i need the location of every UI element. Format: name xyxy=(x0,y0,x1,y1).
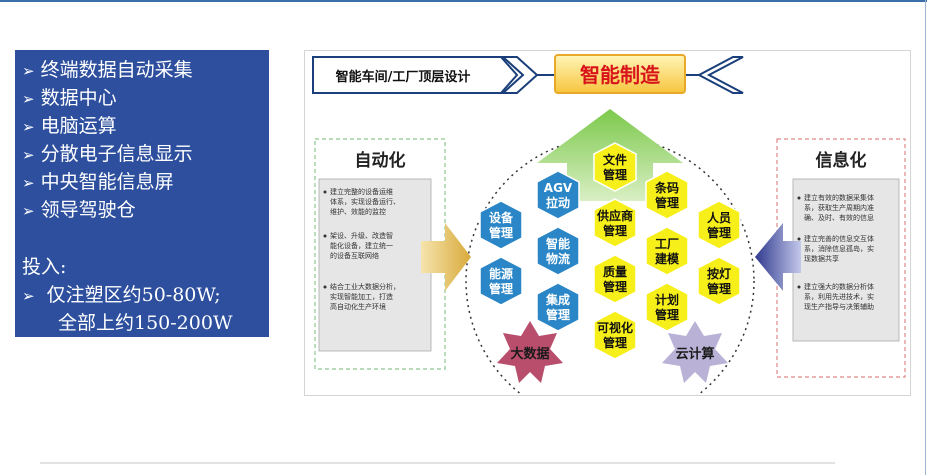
bullet-text: 现数据共享 xyxy=(804,254,839,263)
bullet-text: 建立完整的设备运维 xyxy=(330,187,393,196)
bullet-text: 系，利用先进技术，实 xyxy=(804,292,874,301)
bullet-text: 系，消除信息孤岛，实 xyxy=(804,244,874,253)
svg-text:文件: 文件 xyxy=(603,152,627,167)
right-border xyxy=(925,0,926,475)
banner-box xyxy=(554,54,686,94)
bullet-text: 能化设备，建立统一 xyxy=(330,241,393,250)
svg-text:管理: 管理 xyxy=(603,223,627,238)
svg-text:管理: 管理 xyxy=(603,335,627,350)
hex-andon: 按灯 管理 xyxy=(697,256,741,306)
hex-agv: AGV 拉动 xyxy=(536,170,580,220)
bullet-text: 体系，实现设备运行、 xyxy=(330,197,400,206)
svg-text:管理: 管理 xyxy=(489,281,513,296)
svg-text:建模: 建模 xyxy=(654,251,680,266)
informatization-bullets: 建立有效的数据采集体 系，获取生产周期内准 确、及时、有效的信息 建立完善的信息… xyxy=(797,193,874,311)
svg-text:物流: 物流 xyxy=(546,251,570,266)
header-chevron xyxy=(312,56,519,94)
hex-barcode: 条码 管理 xyxy=(645,170,689,220)
hex-personnel: 人员 管理 xyxy=(697,200,741,250)
svg-text:集成: 集成 xyxy=(545,292,570,307)
svg-text:可视化: 可视化 xyxy=(597,320,633,335)
bullet-text: 建立完善的信息交互体 xyxy=(804,234,874,243)
svg-text:条码: 条码 xyxy=(654,180,679,195)
hex-equipment: 设备 管理 xyxy=(479,200,523,250)
list-item: ➢电脑运算 xyxy=(22,115,117,137)
svg-text:管理: 管理 xyxy=(546,307,570,322)
automation-bullets: 建立完整的设备运维 体系，实现设备运行、 维护、效能的监控 架设、升级、改造智 … xyxy=(323,187,400,311)
bullet-text: 维护、效能的监控 xyxy=(330,207,386,216)
bullet-text: 系，获取生产周期内准 xyxy=(804,203,874,212)
svg-text:供应商: 供应商 xyxy=(596,208,633,223)
svg-text:质量: 质量 xyxy=(603,264,627,279)
investment-line: ➢ 仅注塑区约50-80W; xyxy=(22,284,221,306)
investment-line: 全部上约150-200W xyxy=(58,312,233,334)
cloud-computing-label: 云计算 xyxy=(675,346,714,362)
list-item: ➢分散电子信息显示 xyxy=(22,143,193,165)
svg-text:管理: 管理 xyxy=(603,167,627,182)
list-item: ➢中央智能信息屏 xyxy=(22,171,174,193)
svg-text:管理: 管理 xyxy=(489,225,513,240)
bullet-text: 的设备互联网络 xyxy=(330,251,379,260)
svg-text:按灯: 按灯 xyxy=(707,266,731,281)
hex-factory-model: 工厂 建模 xyxy=(645,226,689,276)
banner-title: 智能制造 xyxy=(580,63,661,87)
hex-visual: 可视化 管理 xyxy=(593,310,637,360)
svg-text:管理: 管理 xyxy=(707,281,731,296)
hex-integration: 集成 管理 xyxy=(536,282,580,332)
bullet-text: 架设、升级、改造智 xyxy=(330,231,393,240)
list-item: ➢领导驾驶仓 xyxy=(22,199,136,221)
list-item: ➢终端数据自动采集 xyxy=(22,59,193,81)
svg-text:人员: 人员 xyxy=(707,210,731,225)
big-data-star xyxy=(497,321,563,383)
svg-text:管理: 管理 xyxy=(655,195,679,210)
svg-text:工厂: 工厂 xyxy=(655,237,679,251)
hex-supplier: 供应商 管理 xyxy=(593,198,637,248)
hex-document: 文件 管理 xyxy=(593,142,637,192)
diagram-svg: 智能车间/工厂顶层设计 智能制造 自动化 建立完整的设备运维 体系，实现设备运行… xyxy=(312,54,906,395)
svg-text:管理: 管理 xyxy=(655,307,679,322)
hex-smart-logistics: 智能 物流 xyxy=(536,226,580,276)
bullet-text: 建立强大的数据分析体 xyxy=(804,282,874,291)
svg-text:设备: 设备 xyxy=(489,210,514,225)
list-item: ➢数据中心 xyxy=(22,87,117,109)
cloud-computing-star xyxy=(662,321,728,383)
hex-quality: 质量 管理 xyxy=(593,254,637,304)
chevron-left-icon xyxy=(696,56,744,94)
hex-energy: 能源 管理 xyxy=(479,256,523,306)
hex-plan: 计划 管理 xyxy=(645,282,689,332)
chevron-right-icon xyxy=(500,56,539,94)
automation-content xyxy=(318,178,432,352)
svg-text:拉动: 拉动 xyxy=(546,195,570,210)
svg-text:计划: 计划 xyxy=(655,292,679,307)
header-label: 智能车间/工厂顶层设计 xyxy=(336,69,471,85)
bottom-divider xyxy=(40,462,835,464)
left-arrow xyxy=(421,223,471,291)
big-data-label: 大数据 xyxy=(510,346,549,362)
automation-title: 自动化 xyxy=(355,150,406,171)
bullet-text: 确、及时、有效的信息 xyxy=(804,213,874,222)
top-border xyxy=(0,0,927,2)
right-arrow xyxy=(755,223,801,291)
svg-text:AGV: AGV xyxy=(544,181,573,195)
bullet-text: 实现智能加工，打造 xyxy=(330,292,393,301)
svg-text:管理: 管理 xyxy=(603,279,627,294)
svg-text:能源: 能源 xyxy=(489,266,513,281)
bullet-text: 建立有效的数据采集体 xyxy=(804,193,874,202)
bullet-text: 现生产指导与决策辅助 xyxy=(804,302,874,311)
investment-title: 投入: xyxy=(22,256,67,278)
svg-text:智能: 智能 xyxy=(545,236,570,251)
bullet-text: 高自动化生产环境 xyxy=(330,302,386,311)
smart-manufacturing-diagram: 智能车间/工厂顶层设计 智能制造 自动化 建立完整的设备运维 体系，实现设备运行… xyxy=(304,50,911,396)
informatization-content xyxy=(792,178,900,342)
informatization-title: 信息化 xyxy=(816,150,867,171)
feature-list-panel: ➢终端数据自动采集 ➢数据中心 ➢电脑运算 ➢分散电子信息显示 ➢中央智能信息屏… xyxy=(15,50,269,337)
svg-text:管理: 管理 xyxy=(707,225,731,240)
bullet-text: 结合工业大数据分析， xyxy=(330,282,400,291)
